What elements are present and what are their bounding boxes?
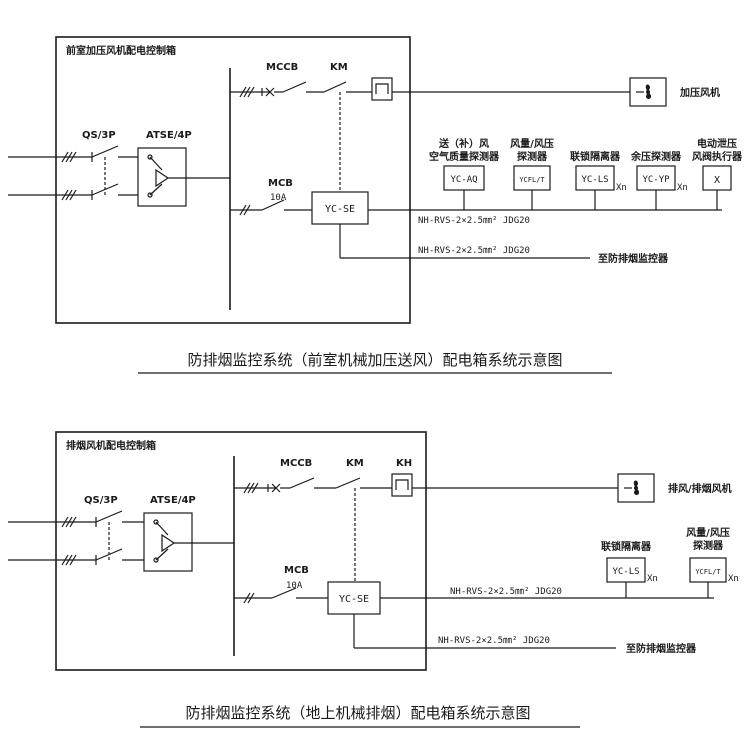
qs-switch-blade-1 bbox=[95, 510, 123, 523]
controller-label: YC-SE bbox=[339, 594, 369, 605]
svg-text:风量/风压: 风量/风压 bbox=[510, 137, 554, 150]
svg-text:探测器: 探测器 bbox=[517, 150, 548, 163]
mccb-blade bbox=[282, 81, 307, 93]
control-box-outline bbox=[55, 431, 427, 671]
device-code: YCFL/T bbox=[695, 568, 721, 576]
qs-switch-blade-1 bbox=[91, 145, 119, 158]
atse-arrow-icon bbox=[155, 168, 170, 188]
svg-text:探测器: 探测器 bbox=[693, 539, 724, 552]
device-interlock-isolator: 联锁隔离器 YC-LS Xn bbox=[570, 150, 627, 210]
mcb-label: MCB bbox=[284, 565, 309, 576]
atse-label: ATSE/4P bbox=[146, 130, 192, 141]
controller-label: YC-SE bbox=[325, 204, 355, 215]
svg-text:风量/风压: 风量/风压 bbox=[686, 526, 730, 539]
diagram-front-room-pressurization: 前室加压风机配电控制箱 QS/3P ATSE/4P MCCB bbox=[8, 36, 743, 374]
mcb-rating: 10A bbox=[286, 581, 303, 591]
mccb-symbol bbox=[261, 87, 275, 97]
fan-icon bbox=[624, 480, 640, 495]
km-contact-blade bbox=[323, 81, 347, 93]
device-code: X bbox=[714, 175, 720, 186]
device-residual-pressure: 余压探测器 YC-YP Xn bbox=[630, 150, 688, 210]
svg-text:Xn: Xn bbox=[728, 574, 739, 584]
device-code: YCFL/T bbox=[519, 176, 545, 184]
device-air-quality: 送（补）风 空气质量探测器 YC-AQ bbox=[429, 137, 500, 210]
overload-relay-box bbox=[371, 77, 393, 101]
km-label: KM bbox=[330, 62, 348, 73]
atse-box bbox=[143, 512, 193, 572]
fan-label: 加压风机 bbox=[679, 86, 720, 99]
svg-text:电动泄压: 电动泄压 bbox=[697, 137, 737, 150]
mcb-blade bbox=[271, 587, 297, 599]
monitor-label: 至防排烟监控器 bbox=[598, 252, 669, 265]
controller-box bbox=[311, 191, 369, 225]
cable-spec-1: NH-RVS-2×2.5㎜² JDG20 bbox=[450, 587, 562, 597]
diagram-caption: 防排烟监控系统（地上机械排烟）配电箱系统示意图 bbox=[185, 704, 530, 722]
svg-text:风阀执行器: 风阀执行器 bbox=[692, 150, 743, 163]
svg-text:Xn: Xn bbox=[677, 183, 688, 193]
mcb-blade bbox=[261, 199, 285, 211]
mccb-blade bbox=[289, 477, 315, 489]
three-phase-mark-2 bbox=[61, 189, 77, 201]
atse-arrow-icon bbox=[161, 533, 176, 553]
svg-text:余压探测器: 余压探测器 bbox=[630, 150, 682, 163]
qs-label: QS/3P bbox=[82, 130, 116, 141]
device-code: YC-LS bbox=[581, 175, 608, 185]
atse-label: ATSE/4P bbox=[150, 495, 196, 506]
kh-relay-box bbox=[391, 473, 413, 497]
km-label: KM bbox=[346, 458, 364, 469]
mcb-rating: 10A bbox=[270, 193, 287, 203]
control-box-title: 前室加压风机配电控制箱 bbox=[66, 44, 176, 57]
mccb-label: MCCB bbox=[266, 62, 298, 73]
svg-text:空气质量探测器: 空气质量探测器 bbox=[429, 150, 500, 163]
diagram-caption: 防排烟监控系统（前室机械加压送风）配电箱系统示意图 bbox=[187, 351, 562, 369]
km-contact-blade bbox=[335, 477, 361, 489]
kh-label: KH bbox=[396, 458, 412, 469]
device-interlock-isolator: 联锁隔离器 YC-LS Xn bbox=[601, 540, 658, 598]
device-code: YC-LS bbox=[612, 567, 639, 577]
cable-spec-1: NH-RVS-2×2.5㎜² JDG20 bbox=[418, 216, 530, 226]
device-code: YC-AQ bbox=[450, 175, 477, 185]
cable-spec-2: NH-RVS-2×2.5㎜² JDG20 bbox=[438, 636, 550, 646]
controller-box bbox=[327, 581, 381, 615]
device-code: YC-YP bbox=[642, 175, 670, 185]
diagram-smoke-exhaust: 排烟风机配电控制箱 QS/3P ATSE/4P MCCB KM KH bbox=[8, 431, 739, 728]
svg-text:联锁隔离器: 联锁隔离器 bbox=[570, 150, 621, 163]
monitor-label: 至防排烟监控器 bbox=[626, 642, 697, 655]
control-box-title: 排烟风机配电控制箱 bbox=[66, 439, 156, 452]
svg-text:Xn: Xn bbox=[647, 574, 658, 584]
mcb-label: MCB bbox=[268, 178, 293, 189]
fan-icon bbox=[636, 84, 652, 99]
control-box-outline bbox=[55, 36, 411, 324]
svg-text:联锁隔离器: 联锁隔离器 bbox=[601, 540, 652, 553]
svg-text:Xn: Xn bbox=[616, 183, 627, 193]
atse-box bbox=[137, 147, 187, 207]
device-airflow-pressure: 风量/风压 探测器 YCFL/T Xn bbox=[686, 526, 739, 598]
device-relief-damper-actuator: 电动泄压 风阀执行器 X bbox=[692, 137, 743, 210]
mccb-label: MCCB bbox=[280, 458, 312, 469]
svg-text:送（补）风: 送（补）风 bbox=[438, 137, 489, 150]
cable-spec-2: NH-RVS-2×2.5㎜² JDG20 bbox=[418, 246, 530, 256]
mccb-symbol bbox=[267, 483, 281, 493]
qs-label: QS/3P bbox=[84, 495, 118, 506]
fan-label: 排风/排烟风机 bbox=[668, 482, 732, 495]
three-phase-mark-1 bbox=[61, 151, 77, 163]
device-airflow-pressure: 风量/风压 探测器 YCFL/T bbox=[510, 137, 554, 210]
